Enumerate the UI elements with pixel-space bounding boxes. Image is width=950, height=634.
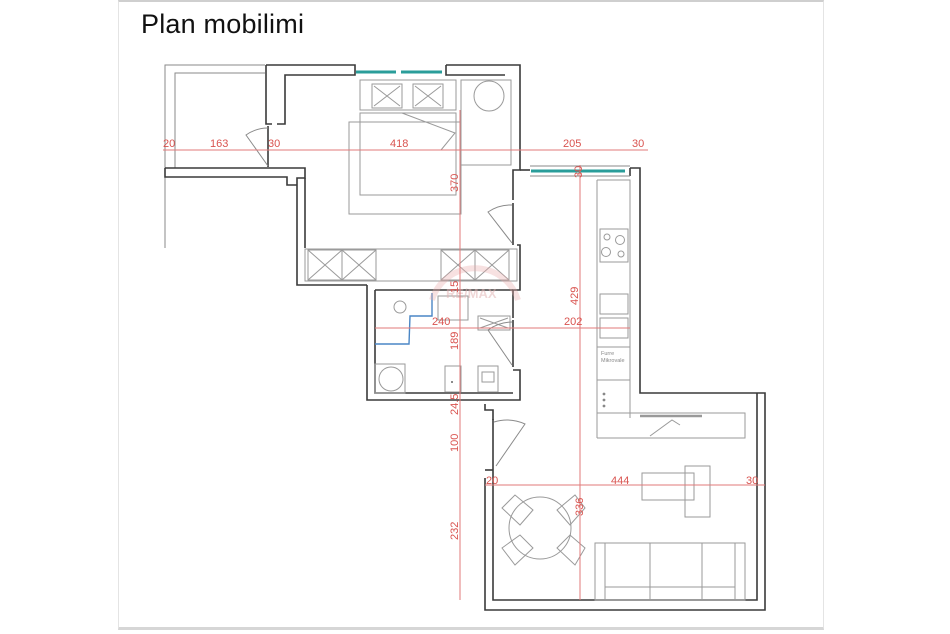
dim-living-height: 336: [574, 498, 586, 516]
dim-wall-245: 24.5: [449, 394, 461, 415]
oven-label: Furre: [601, 351, 614, 357]
double-bed: [348, 79, 462, 215]
kitchen-walls: [484, 167, 766, 611]
svg-text:RE/MAX: RE/MAX: [446, 286, 497, 301]
bathroom-door: [487, 320, 514, 367]
dim-top-1: 163: [210, 138, 228, 150]
dim-bedroom-height: 370: [449, 174, 461, 192]
dimension-lines: [163, 110, 765, 600]
dim-door-height: 100: [449, 434, 461, 452]
dim-top-3: 418: [390, 138, 408, 150]
dim-top-0: 20: [163, 138, 175, 150]
dim-wall-15: 15: [449, 281, 461, 293]
dim-top-2: 30: [268, 138, 280, 150]
built-in-wardrobe: [304, 244, 521, 318]
dim-living-wall-right: 30: [746, 475, 758, 487]
dim-living-wall: 20: [486, 475, 498, 487]
dim-kitchen-height: 429: [569, 287, 581, 305]
balcony: [164, 64, 265, 248]
dimension-labels: 20 163 30 418 205 30 370 30 429 15 240 2…: [163, 138, 758, 540]
bedroom-door: [487, 203, 514, 245]
dining-table: [501, 494, 586, 566]
dim-living-width: 444: [611, 475, 629, 487]
coffee-table: [641, 465, 711, 518]
dim-top-4: 205: [563, 138, 581, 150]
drawing-sheet: [118, 0, 824, 630]
dim-bath-width: 240: [432, 316, 450, 328]
bedroom-wardrobe: [460, 79, 512, 166]
sofa: [594, 542, 746, 601]
dim-window-depth: 30: [573, 166, 585, 178]
page-title: Plan mobilimi: [141, 9, 305, 39]
remax-watermark: RE/MAX: [429, 265, 521, 301]
dim-lower-height: 232: [449, 522, 461, 540]
microwave-label: Mikrovale: [601, 358, 625, 364]
balcony-door: [245, 126, 269, 167]
dim-corridor-width: 202: [564, 316, 582, 328]
bathroom: [366, 285, 521, 401]
kitchen-counter: Furre Mikrovale: [596, 179, 746, 439]
dim-bath-height: 189: [449, 332, 461, 350]
dim-top-5: 30: [632, 138, 644, 150]
entrance-door: [492, 419, 526, 468]
